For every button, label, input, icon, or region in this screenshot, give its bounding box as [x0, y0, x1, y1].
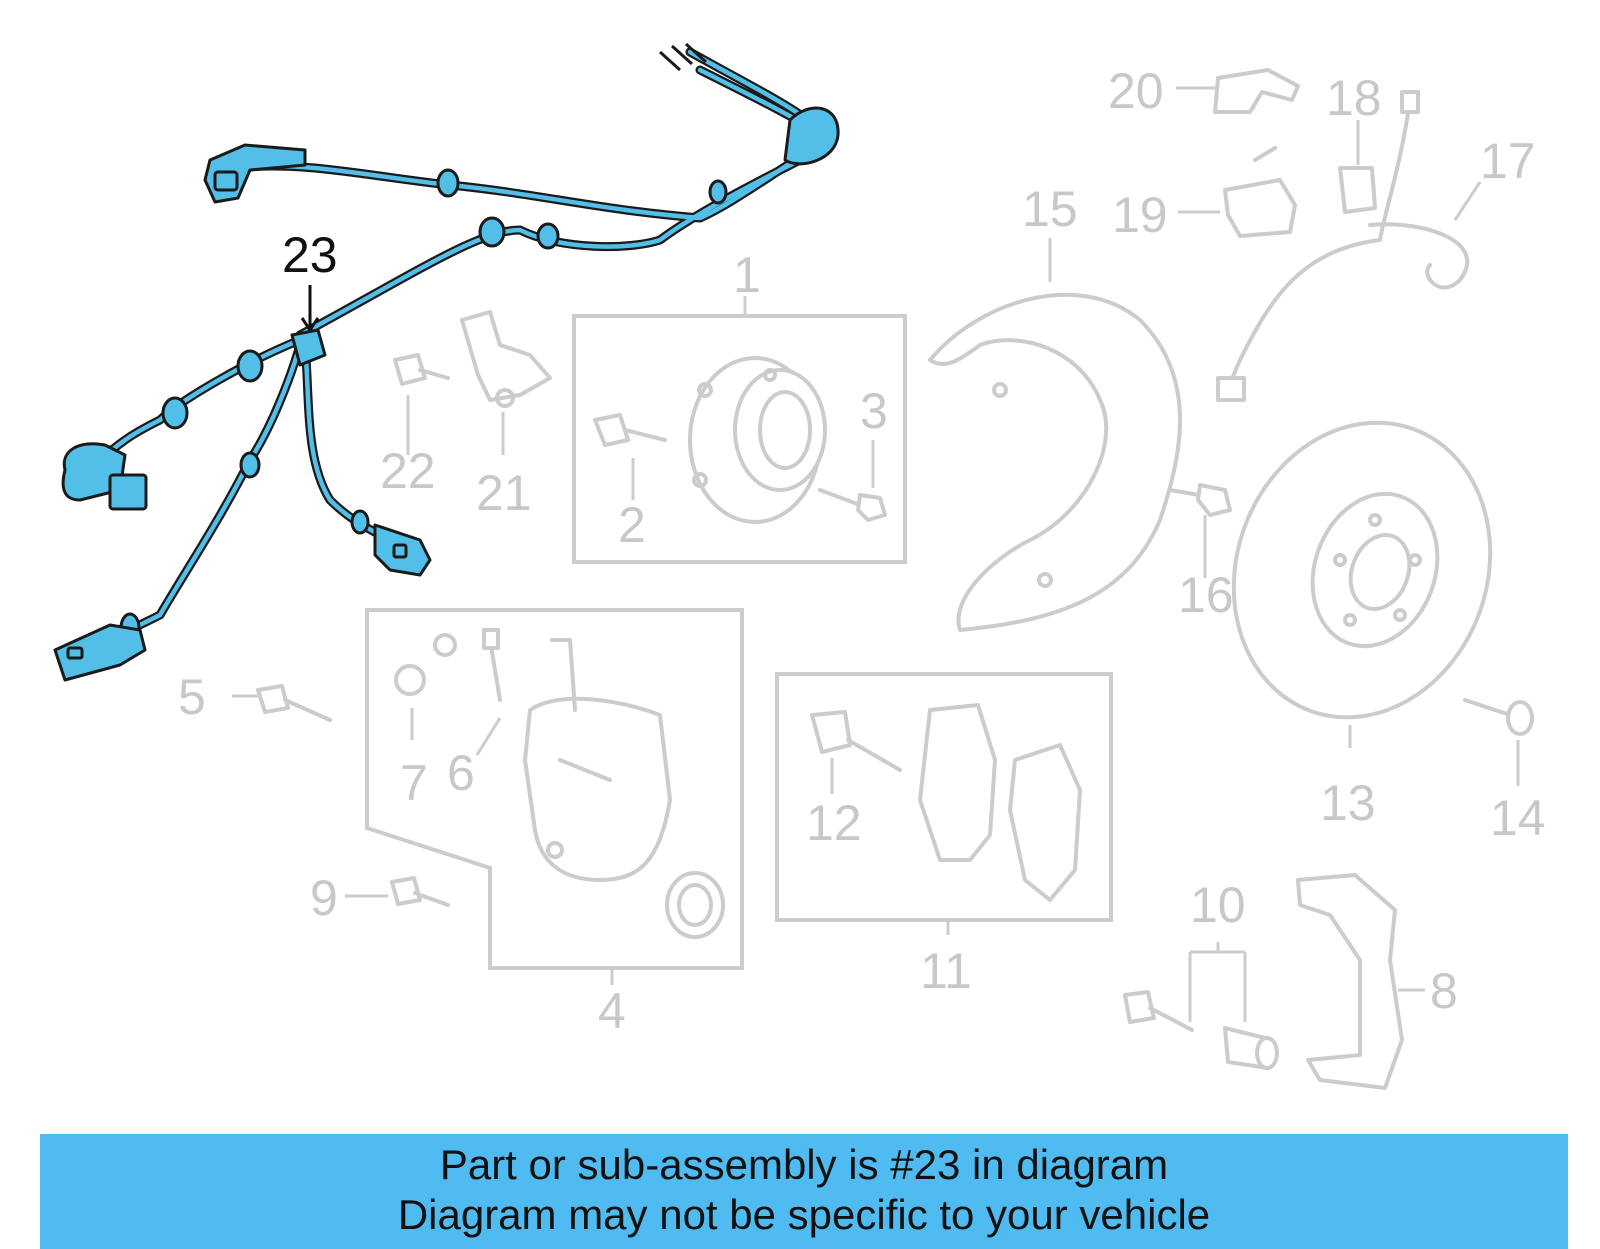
hose-clip — [1338, 166, 1377, 214]
callout-6: 6 — [447, 745, 475, 801]
hub-group-box — [572, 314, 907, 564]
callout-2: 2 — [618, 497, 646, 553]
callout-16: 16 — [1178, 567, 1234, 623]
shield-bolt — [1168, 483, 1232, 517]
callout-5: 5 — [178, 669, 206, 725]
caliper-carrier — [1296, 873, 1404, 1090]
callout-17: 17 — [1480, 133, 1536, 189]
callout-10: 10 — [1190, 877, 1246, 933]
callout-1: 1 — [733, 247, 761, 303]
dust-shield — [928, 292, 1182, 632]
guide-bushing — [1223, 1026, 1279, 1070]
sensor-bracket — [1213, 68, 1300, 114]
hub-bolt-3 — [818, 488, 887, 522]
sensor-bolt — [393, 353, 450, 386]
callout-21: 21 — [476, 465, 532, 521]
caliper-bolt-9 — [390, 876, 450, 907]
disc-screw — [1463, 698, 1534, 736]
brake-caliper — [523, 638, 672, 882]
leader-23 — [300, 285, 320, 333]
pad-group-box — [775, 672, 1113, 922]
leader-lines — [232, 86, 1520, 1022]
callout-8: 8 — [1430, 963, 1458, 1019]
callout-23: 23 — [282, 227, 338, 283]
wheel-hub — [688, 356, 827, 524]
banner-line-1: Part or sub-assembly is #23 in diagram — [439, 1141, 1169, 1188]
callout-19: 19 — [1112, 187, 1168, 243]
callout-4: 4 — [598, 983, 626, 1039]
info-banner: Part or sub-assembly is #23 in diagram D… — [40, 1134, 1568, 1249]
callout-18: 18 — [1326, 70, 1382, 126]
caliper-cap — [394, 633, 457, 696]
callout-15: 15 — [1022, 181, 1078, 237]
callout-3: 3 — [860, 383, 888, 439]
caliper-bolt-5 — [256, 684, 332, 722]
caliper-group-box — [365, 608, 744, 970]
carrier-bolt — [1123, 990, 1194, 1032]
callout-11: 11 — [920, 943, 972, 999]
brake-hose — [1216, 90, 1470, 402]
brake-pad-right — [1008, 743, 1082, 902]
pad-wear-sensor — [810, 710, 902, 772]
callout-22: 22 — [380, 443, 436, 499]
callout-9: 9 — [310, 870, 338, 926]
brake-pad-left — [918, 703, 997, 862]
part-23-wiring-harness[interactable] — [53, 42, 840, 682]
brake-disc — [1231, 420, 1493, 720]
callout-12: 12 — [806, 795, 862, 851]
caliper-piston — [665, 871, 725, 939]
hub-bolt-2 — [593, 413, 667, 447]
callout-7: 7 — [400, 755, 428, 811]
caliper-bleeder — [482, 628, 502, 702]
callout-13: 13 — [1320, 775, 1376, 831]
wheel-speed-sensor — [460, 310, 552, 408]
hose-bracket — [1223, 146, 1297, 238]
banner-line-2: Diagram may not be specific to your vehi… — [397, 1191, 1211, 1238]
callout-14: 14 — [1490, 790, 1546, 846]
callout-20: 20 — [1108, 63, 1164, 119]
